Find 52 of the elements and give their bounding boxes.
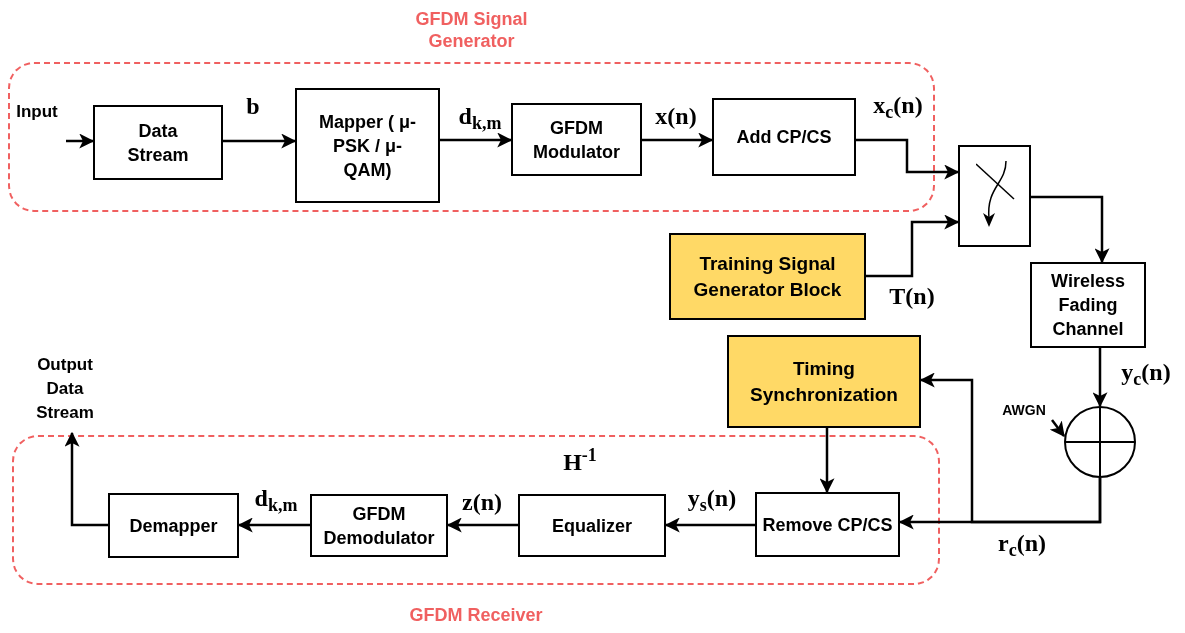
edge-label: y$_{c}$(n): [1120, 359, 1172, 385]
edge-label: b: [245, 93, 261, 119]
process-box: [93, 105, 223, 180]
arrow: [446, 517, 518, 533]
node-text: Data Stream: [126, 119, 190, 167]
arrow: [664, 517, 755, 533]
arrow: [919, 372, 1102, 524]
group-heading: GFDM Receiver: [408, 604, 544, 626]
edge-label: z(n): [461, 489, 503, 515]
node-text: Mapper ( μ-PSK / μ-QAM): [319, 110, 416, 182]
process-box: [727, 335, 921, 428]
group-heading: GFDM Signal Generator: [414, 8, 529, 52]
edge-label: x(n): [654, 103, 698, 129]
process-box: [712, 98, 856, 176]
node-text: Remove CP/CS: [762, 513, 893, 537]
edge-label: r$_{c}$(n): [997, 530, 1047, 556]
arrow: [1092, 348, 1108, 408]
node-text: Add CP/CS: [736, 126, 832, 149]
arrow: [64, 431, 108, 527]
node-text: AWGN: [1002, 401, 1046, 420]
process-box: [108, 493, 239, 558]
node-text: Timing Synchronization: [749, 356, 899, 407]
arrow: [1049, 419, 1065, 437]
edge-label: y$_{s}$(n): [686, 485, 738, 511]
arrow: [1031, 195, 1110, 264]
node-text: GFDM Demodulator: [322, 502, 436, 550]
switch-box: [958, 145, 1031, 247]
arrow: [237, 517, 310, 533]
edge-label: T(n): [888, 283, 936, 309]
process-box: [669, 233, 866, 320]
process-box: [511, 103, 642, 176]
process-box: [755, 492, 900, 557]
edge-label: x$_{c}$(n): [872, 92, 924, 118]
matrix-label: H$^{-1}$: [563, 444, 597, 477]
arrow: [440, 132, 513, 148]
process-box: [518, 494, 666, 557]
node-text: Output Data Stream: [35, 354, 95, 424]
arrow: [866, 214, 960, 278]
process-box: [310, 494, 448, 557]
node-text: Demapper: [129, 514, 218, 538]
arrow: [856, 138, 960, 180]
node-text: Wireless Fading Channel: [1050, 270, 1126, 341]
node-text: Training Signal Generator Block: [692, 251, 843, 302]
node-text: GFDM Modulator: [532, 116, 621, 164]
arrow: [642, 132, 714, 148]
arrow: [819, 428, 835, 494]
node-text: Equalizer: [552, 514, 632, 538]
arrow: [223, 133, 297, 149]
process-box: [1030, 262, 1146, 348]
process-box: [295, 88, 440, 203]
node-text: Input: [16, 101, 58, 123]
arrow: [66, 133, 95, 149]
